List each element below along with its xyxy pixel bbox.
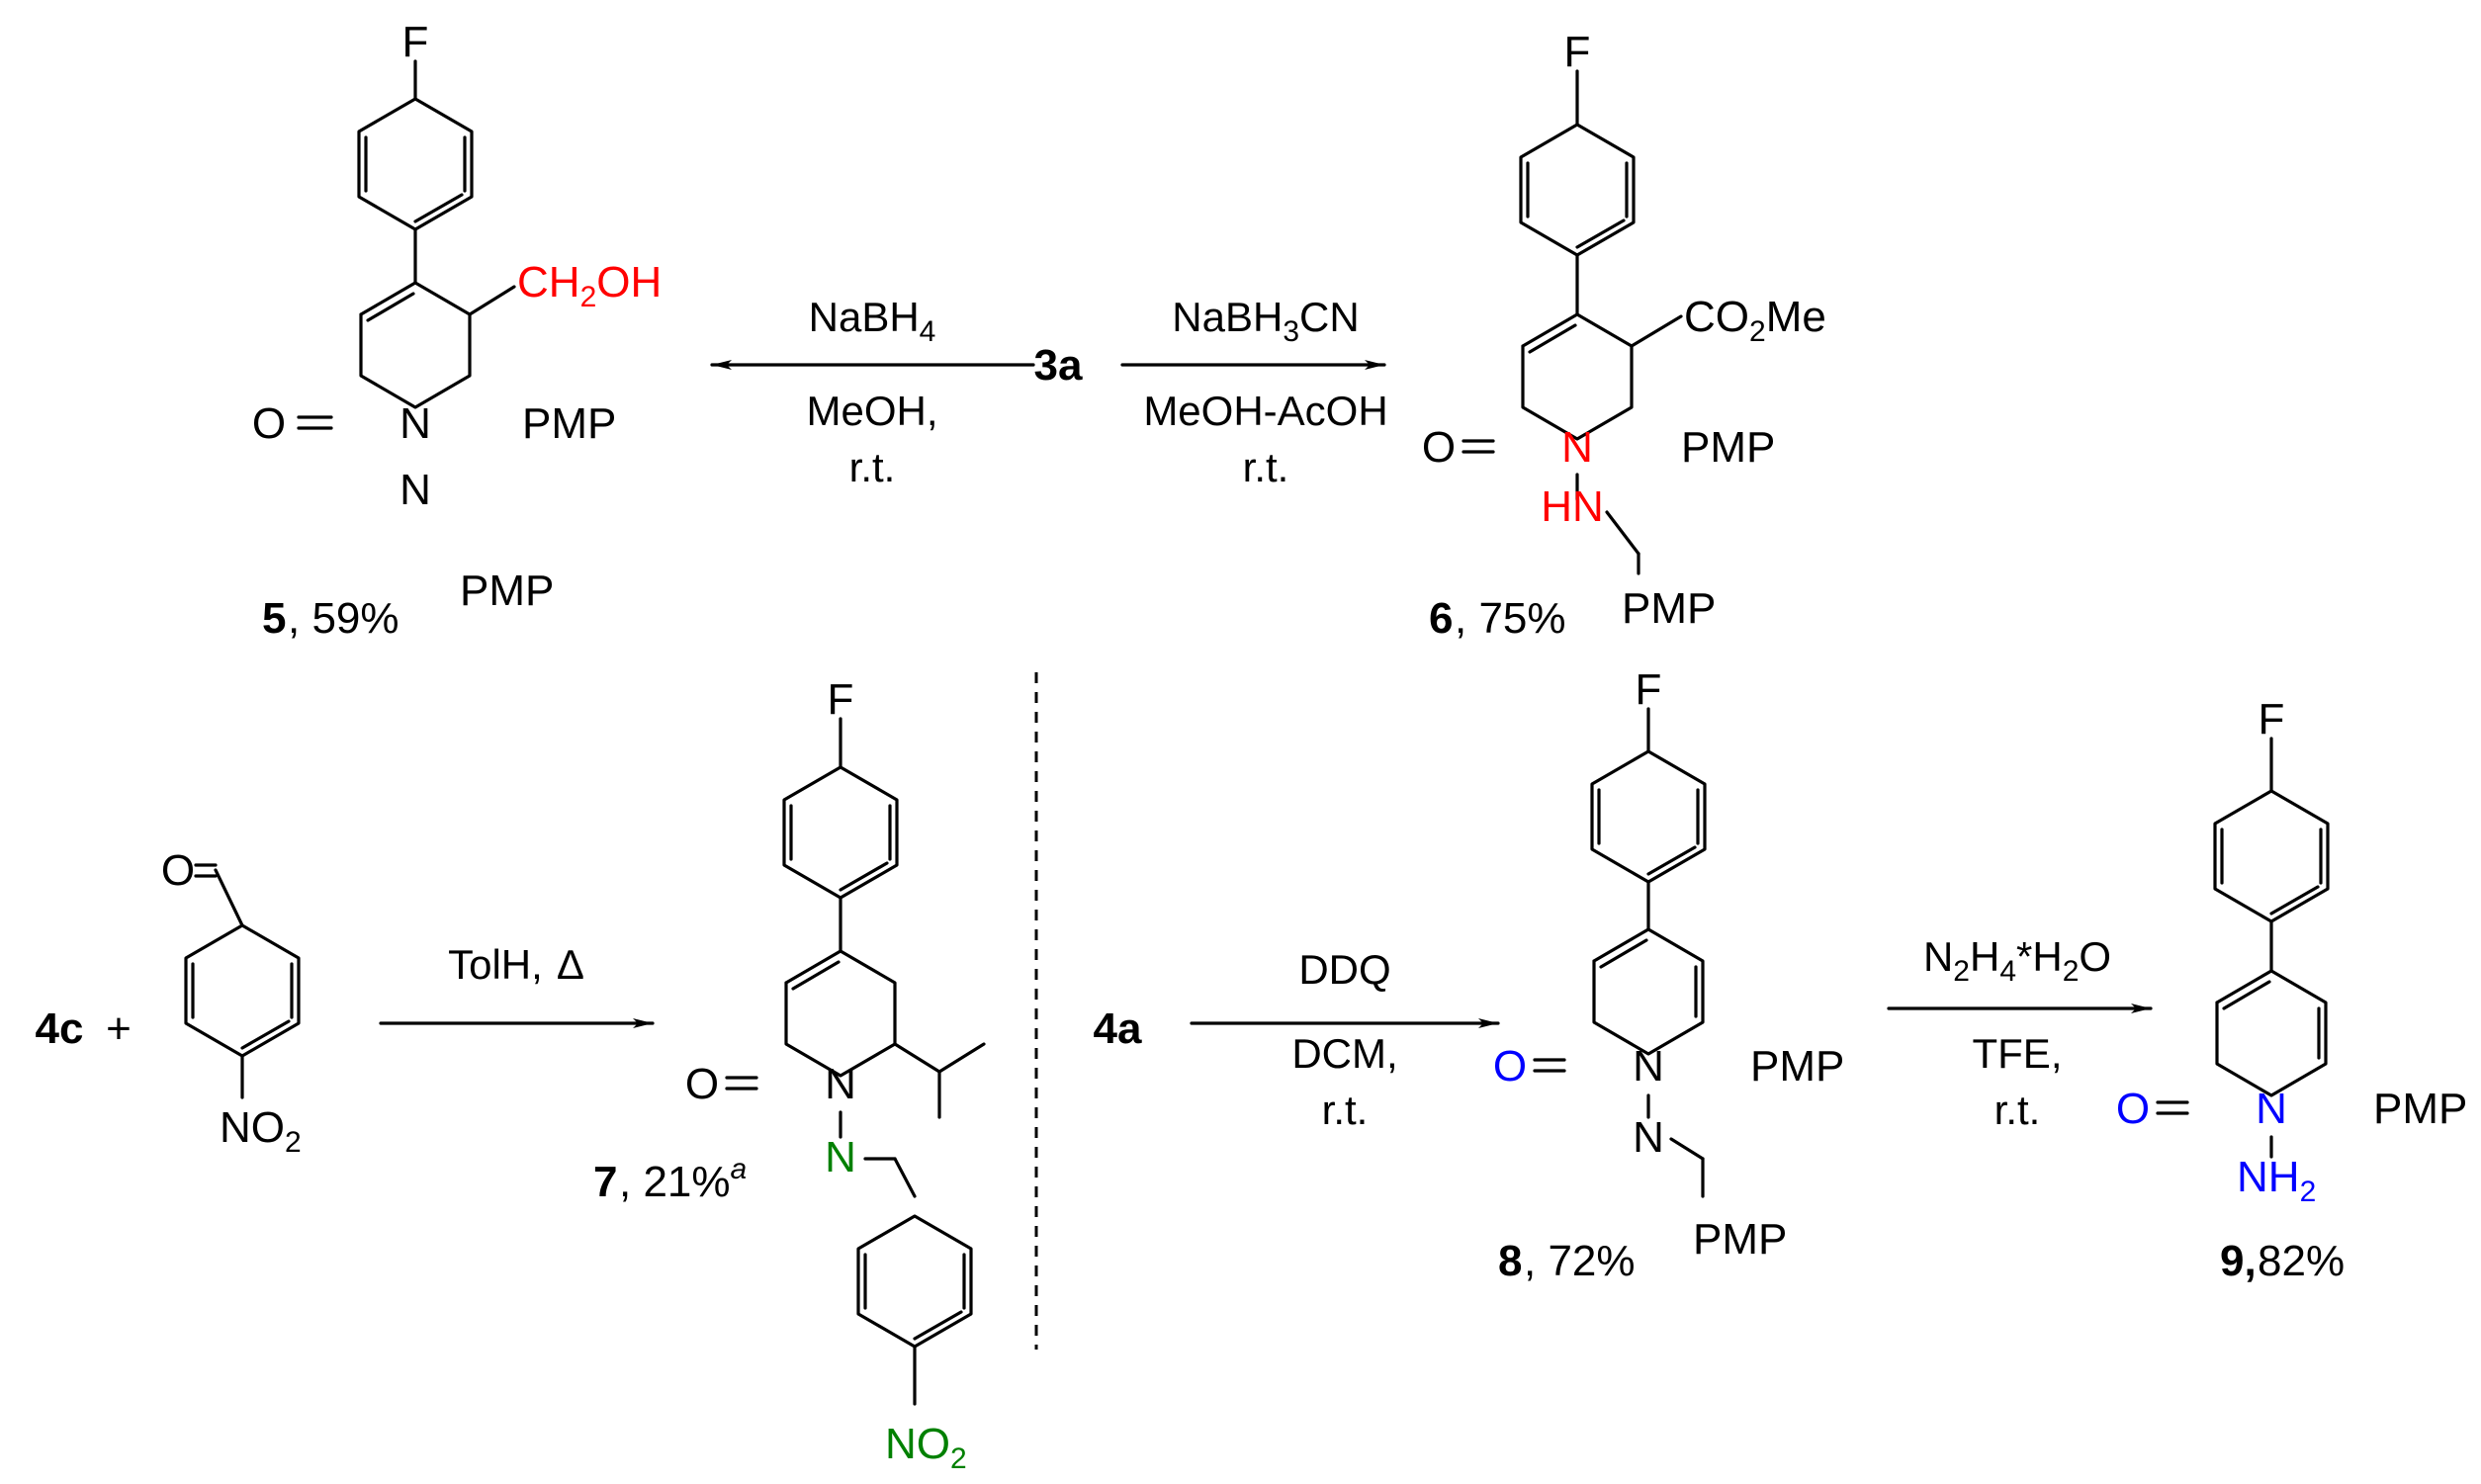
imine-nitrogen: N [1633,1113,1664,1162]
pmp-group: PMP [1681,423,1775,472]
compound-5-label: 5 , 59% [262,594,399,643]
svg-text:82%: 82% [2258,1237,2345,1285]
hydrazine-nh: HN [1541,482,1604,531]
ring-nitrogen: N [1561,423,1593,472]
solvent-meoh: MeOH, [806,388,937,434]
reagent-nabh3cn: NaBH3CN [1172,294,1359,348]
plus-sign: + [106,1004,132,1053]
solvent-dcm: DCM, [1291,1030,1397,1077]
svg-text:7: 7 [593,1158,617,1206]
reduction-nabh3cn: NaBH3CN MeOH-AcOH r.t. [1120,294,1388,490]
ring-nitrogen: N [825,1060,856,1108]
temperature-rt: r.t. [1243,444,1289,490]
pmp-group: PMP [522,399,616,448]
oxidation-ddq: DDQ DCM, r.t. [1190,946,1500,1133]
imine-nitrogen: N [825,1133,856,1181]
fluorine-atom: F [828,675,854,724]
p-nitrobenzaldehyde: O NO2 [161,846,302,1159]
nitro-group: NO2 [220,1103,302,1159]
pmp-group: PMP [2373,1085,2467,1133]
reactant-3a: 3a [1034,341,1083,390]
hydrazinolysis: N2H4*H2O TFE, r.t. [1887,933,2153,1133]
svg-text:8: 8 [1498,1237,1522,1285]
solvent-tfe: TFE, [1973,1030,2063,1077]
pmp-group: PMP [1750,1042,1844,1091]
imine-pmp-group: PMP [1693,1215,1787,1264]
reagent-nabh4: NaBH4 [809,294,936,348]
reagent-hydrazine-hydrate: N2H4*H2O [1923,933,2111,988]
svg-text:5: 5 [262,594,286,643]
compound-9-label: 9, 82% [2220,1237,2345,1285]
carbonyl-oxygen: O [685,1060,719,1108]
fluorine-atom: F [402,18,429,66]
methyl-ester-group: CO2Me [1684,293,1826,348]
temperature-rt: r.t. [849,444,896,490]
svg-text:, 75%: , 75% [1455,594,1566,643]
fluorine-atom: F [2259,695,2285,743]
compound-6: F CO2Me O N PMP HN PMP 6 , 75% [1422,28,1826,643]
compound-5: F CH2OH O N PMP N PMP 5 , 59% [252,18,662,643]
fluorine-atom: F [1636,665,1662,714]
carbonyl-oxygen: O [252,399,286,448]
hydroxymethyl-group: CH2OH [517,258,662,313]
carbonyl-oxygen: O [1422,423,1456,472]
ring-nitrogen: N [1633,1042,1664,1091]
benzyl-pmp-group: PMP [1622,584,1716,633]
reactant-4a: 4a [1094,1004,1142,1053]
ring-nitrogen: N [2256,1085,2287,1133]
svg-text:, 72%: , 72% [1524,1237,1636,1285]
compound-9: F O N PMP NH2 9, 82% [2116,695,2467,1285]
amino-group: NH2 [2237,1153,2316,1208]
carbonyl-oxygen: O [2116,1085,2150,1133]
aldehyde-oxygen: O [161,846,195,895]
imine-pmp-group: PMP [460,567,554,615]
svg-text:, 21%a: , 21%a [619,1153,747,1206]
svg-text:9,: 9, [2220,1237,2257,1285]
compound-8: F O N PMP N PMP 8 , 72% [1493,665,1844,1285]
reduction-nabh4: NaBH4 MeOH, r.t. [710,294,1035,490]
temperature-rt: r.t. [1994,1087,2041,1133]
reagent-ddq: DDQ [1298,946,1390,993]
compound-8-label: 8 , 72% [1498,1237,1636,1285]
solvent-tolh-heat: TolH,Δ [448,941,584,988]
carbonyl-oxygen: O [1493,1042,1527,1091]
ring-nitrogen: N [399,399,431,448]
compound-7: F O N N NO2 7 , 21%a [593,675,986,1475]
svg-text:6: 6 [1429,594,1453,643]
imine-nitrogen: N [399,466,431,514]
fluorine-atom: F [1564,28,1591,76]
compound-6-label: 6 , 75% [1429,594,1566,643]
nitro-group: NO2 [885,1420,967,1475]
condensation-reaction: TolH,Δ [379,941,655,1028]
solvent-meoh-acoh: MeOH-AcOH [1143,388,1387,434]
compound-7-label: 7 , 21%a [593,1153,747,1206]
temperature-rt: r.t. [1322,1087,1369,1133]
svg-text:, 59%: , 59% [288,594,399,643]
reactant-4c: 4c [36,1004,84,1053]
